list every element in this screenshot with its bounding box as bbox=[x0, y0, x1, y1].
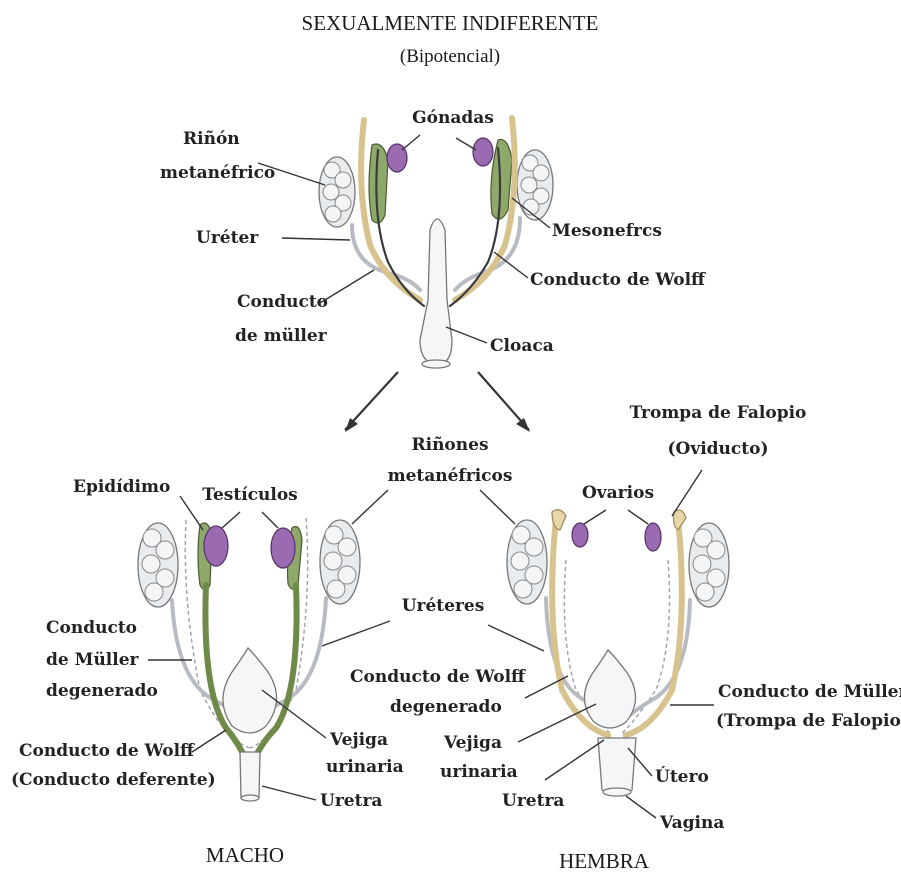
male-right-kidney bbox=[320, 520, 360, 604]
label-muller-top-1: Conducto bbox=[237, 292, 328, 312]
female-bladder bbox=[584, 650, 635, 728]
label-muller-deg-2: de Müller bbox=[46, 650, 140, 670]
diagram-subtitle: (Bipotencial) bbox=[400, 46, 500, 67]
label-ureter: Uréter bbox=[196, 228, 259, 248]
label-muller-female-1: Conducto de Müller bbox=[718, 682, 901, 702]
top-cloaca bbox=[420, 219, 452, 364]
label-testiculos: Testículos bbox=[202, 485, 297, 505]
male-left-kidney bbox=[138, 523, 178, 607]
top-right-mesonephros bbox=[491, 139, 512, 219]
label-ureteres: Uréteres bbox=[402, 596, 485, 616]
label-mesonefros: Mesonefrcs bbox=[552, 221, 662, 241]
label-rinones-1: Riñones bbox=[411, 435, 488, 455]
label-vejiga-male-2: urinaria bbox=[326, 757, 404, 777]
label-vagina: Vagina bbox=[659, 813, 724, 833]
male-urethra bbox=[240, 752, 260, 798]
label-muller-female-2: (Trompa de Falopio) bbox=[716, 711, 901, 731]
label-vejiga-male-1: Vejiga bbox=[329, 730, 388, 750]
female-vagina bbox=[598, 738, 636, 795]
label-rinon-1: Riñón bbox=[183, 129, 240, 149]
label-uretra-male: Uretra bbox=[320, 791, 382, 811]
female-right-ovary bbox=[645, 523, 661, 551]
label-wolff-male-1: Conducto de Wolff bbox=[19, 741, 195, 761]
label-wolff-male-2: (Conducto deferente) bbox=[11, 770, 216, 790]
female-caption: HEMBRA bbox=[559, 849, 650, 873]
label-wolff-top: Conducto de Wolff bbox=[530, 270, 706, 290]
arrow-to-male bbox=[345, 372, 398, 432]
label-muller-top-2: de müller bbox=[235, 326, 328, 346]
female-left-ovary bbox=[572, 523, 588, 547]
label-rinon-2: metanéfrico bbox=[160, 163, 275, 183]
male-right-testis bbox=[271, 528, 295, 568]
label-vejiga-female-2: urinaria bbox=[440, 762, 518, 782]
arrow-to-female bbox=[478, 372, 530, 432]
label-wolff-deg-2: degenerado bbox=[390, 697, 502, 717]
label-utero: Útero bbox=[655, 766, 709, 787]
label-gonadas: Gónadas bbox=[412, 108, 494, 128]
diagram-title: SEXUALMENTE INDIFERENTE bbox=[302, 11, 599, 35]
label-trompa-1: Trompa de Falopio bbox=[630, 403, 807, 423]
label-cloaca: Cloaca bbox=[490, 336, 554, 356]
label-epididimo: Epidídimo bbox=[73, 477, 170, 497]
label-ovarios: Ovarios bbox=[582, 483, 654, 503]
label-wolff-deg-1: Conducto de Wolff bbox=[350, 667, 526, 687]
top-right-kidney bbox=[517, 150, 553, 220]
male-left-testis bbox=[204, 526, 228, 566]
indifferent-stage-drawing bbox=[319, 118, 553, 368]
female-left-kidney bbox=[507, 520, 547, 604]
female-right-kidney bbox=[689, 523, 729, 607]
female-drawing bbox=[507, 510, 729, 796]
label-vejiga-female-1: Vejiga bbox=[443, 733, 502, 753]
label-muller-deg-3: degenerado bbox=[46, 681, 158, 701]
top-left-kidney bbox=[319, 157, 355, 227]
top-right-gonad bbox=[473, 138, 493, 166]
male-caption: MACHO bbox=[206, 843, 284, 867]
label-trompa-2: (Oviducto) bbox=[667, 439, 768, 459]
label-rinones-2: metanéfricos bbox=[388, 466, 513, 486]
label-uretra-female: Uretra bbox=[502, 791, 564, 811]
male-bladder bbox=[223, 648, 277, 733]
label-muller-deg-1: Conducto bbox=[46, 618, 137, 638]
